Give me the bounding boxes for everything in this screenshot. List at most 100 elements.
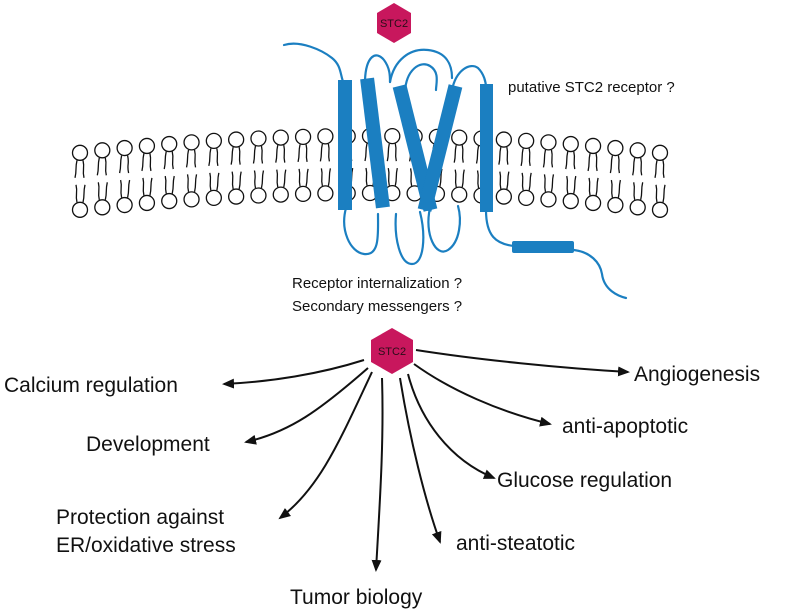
lipid-head	[540, 134, 557, 151]
lipid-tail	[209, 172, 212, 191]
stc2-hormone-hub: STC2	[371, 328, 413, 374]
lipid-head	[651, 144, 669, 161]
label-angiogenesis: Angiogenesis	[634, 363, 760, 386]
lipid-tail	[461, 169, 465, 188]
lipid-tail	[573, 151, 576, 170]
c-terminal-tail	[572, 248, 628, 300]
lipid-tail	[142, 177, 145, 196]
lipid-tail	[216, 172, 220, 191]
label-anti-apoptotic: anti-apoptotic	[562, 415, 688, 438]
effect-labels: Calcium regulation Development Protectio…	[4, 363, 760, 609]
arrow-glucose-regulation	[407, 373, 496, 479]
lipid-head	[94, 142, 111, 159]
lipid-head	[518, 189, 535, 207]
lipid-head	[228, 131, 245, 148]
lipid-head	[540, 191, 557, 208]
lipid-tail	[409, 168, 413, 187]
lipid-tail	[126, 155, 130, 174]
lipid-tail	[104, 157, 107, 176]
lipid-head	[629, 142, 646, 159]
lipid-head	[116, 196, 133, 214]
arrow-protection	[278, 371, 373, 520]
label-development: Development	[86, 433, 210, 456]
lipid-tail	[543, 174, 547, 193]
lipid-tail	[506, 171, 510, 190]
lipid-tail	[499, 171, 502, 190]
label-glucose-regulation: Glucose regulation	[497, 469, 672, 492]
lipid-tail	[566, 175, 569, 194]
lipid-tail	[298, 168, 301, 187]
lipid-tail	[617, 179, 622, 198]
lipid-head	[451, 186, 468, 203]
lipid-head	[317, 128, 334, 145]
lipid-tail	[320, 168, 324, 187]
lipid-tail	[327, 143, 331, 162]
lipid-tail	[193, 149, 197, 168]
lipid-tail	[141, 153, 145, 172]
lipid-head	[250, 130, 267, 147]
lipid-tail	[238, 171, 242, 190]
lipid-tail	[365, 167, 368, 186]
lipid-tail	[454, 169, 457, 188]
lipid-tail	[655, 184, 658, 203]
extracellular-loop-3	[403, 63, 438, 94]
lipid-head	[651, 201, 669, 218]
lipid-tail	[475, 145, 480, 164]
lipid-tail	[550, 174, 555, 193]
lipid-tail	[104, 182, 108, 200]
lipid-head	[584, 137, 602, 155]
lipid-tail	[453, 144, 457, 163]
lipid-head	[562, 135, 579, 153]
arrow-tumor-biology	[371, 377, 384, 572]
label-calcium-regulation: Calcium regulation	[4, 374, 178, 397]
intracellular-loop-2	[394, 210, 425, 266]
lipid-head	[205, 189, 222, 207]
lipid-head	[562, 192, 579, 210]
lipid-tail	[461, 144, 464, 163]
label-tumor-biology: Tumor biology	[290, 586, 423, 609]
lipid-tail	[149, 153, 152, 172]
label-protection-line2: ER/oxidative stress	[56, 534, 236, 557]
lipid-tail	[305, 144, 308, 163]
n-terminal-tail	[282, 42, 346, 86]
arrow-calcium-regulation	[222, 359, 365, 389]
stc2-hexagon-top	[377, 3, 411, 43]
receptor-loops	[282, 42, 628, 300]
lipid-head	[518, 132, 535, 150]
cytoplasmic-helix	[512, 241, 574, 253]
lipid-head	[629, 199, 646, 216]
lipid-tail	[283, 144, 286, 163]
arrow-development	[244, 367, 369, 445]
lipid-tail	[253, 170, 257, 189]
lipid-head	[607, 196, 624, 214]
lipid-tail	[506, 146, 509, 165]
lipid-tail	[394, 167, 398, 186]
lipid-tail	[97, 182, 100, 200]
lipid-tail	[528, 148, 531, 167]
lipid-tail	[283, 169, 287, 188]
lipid-tail	[617, 155, 621, 174]
lipid-head	[161, 135, 178, 153]
lipid-head	[228, 188, 245, 205]
lipid-tail	[149, 177, 153, 196]
label-protection-line1: Protection against	[56, 506, 224, 529]
tm-helix-1	[338, 80, 352, 210]
lipid-head	[584, 194, 602, 212]
question-secondary-messengers: Secondary messengers ?	[292, 298, 462, 315]
lipid-head	[294, 128, 312, 146]
lipid-tail	[662, 184, 666, 203]
lipid-tail	[565, 151, 569, 170]
lipid-tail	[193, 174, 198, 193]
lipid-tail	[327, 168, 332, 187]
lipid-tail	[498, 146, 502, 165]
lipid-head	[451, 129, 468, 146]
lipid-tail	[640, 157, 643, 176]
lipid-tail	[573, 175, 577, 194]
lipid-head	[272, 186, 289, 203]
lipid-head	[183, 191, 200, 208]
lipid-tail	[521, 172, 524, 191]
lipid-tail	[260, 170, 265, 189]
c-terminal-linker	[484, 208, 516, 248]
lipid-tail	[387, 167, 390, 186]
